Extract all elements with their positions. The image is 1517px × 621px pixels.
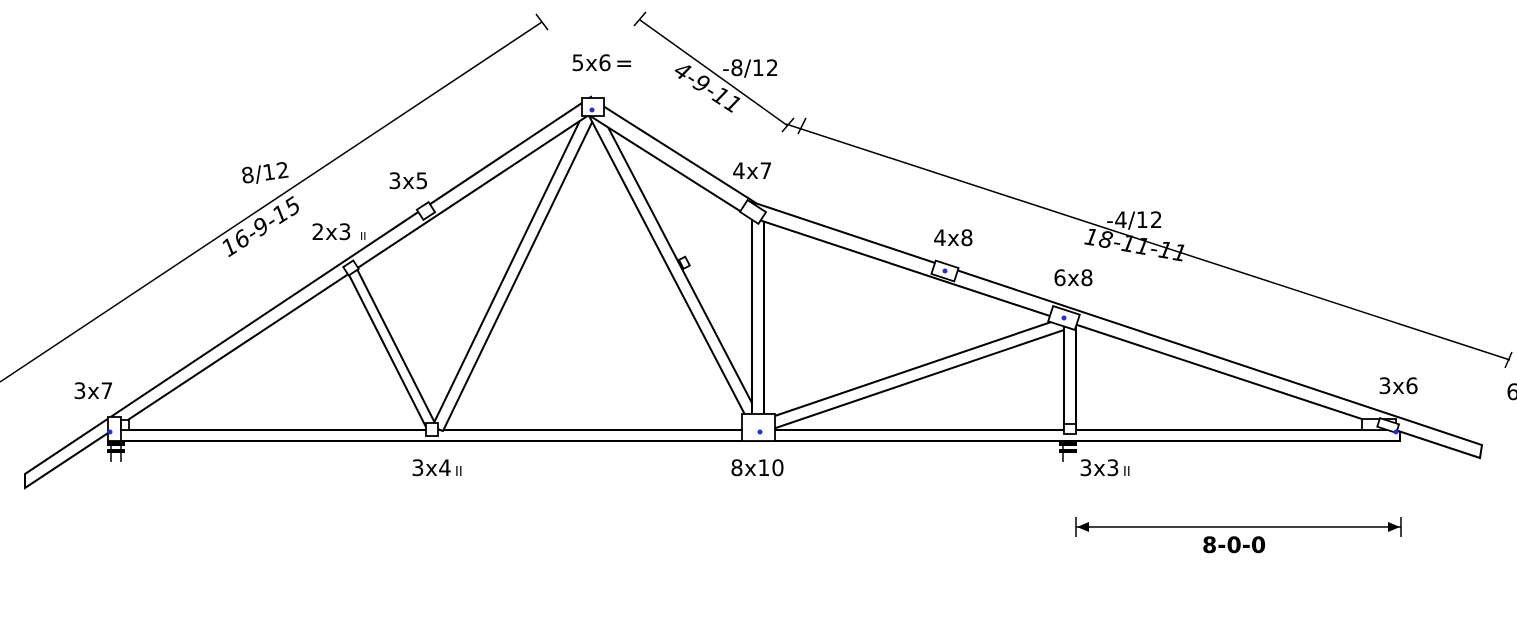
plate-bottom-left [425,422,439,437]
plate-left-heel [107,416,122,442]
right-upper-dimension-line [639,19,789,127]
node-right-lower [1061,315,1067,321]
node-left-heel [107,429,113,435]
brace-mark-bottom-right: II [1123,465,1131,480]
plate-right-break [738,198,768,226]
web-right-diagonal [761,316,1069,433]
overhang-length-label: 8-0-0 [1202,534,1266,559]
bearing-center-right-base [1059,449,1077,453]
bearing-center-right [1059,441,1077,446]
web-left-short [344,265,440,433]
plate-peak [581,97,605,117]
plate-label-right-break: 4x7 [732,160,773,185]
plate-left-heel-wedge [120,419,130,431]
joint-nodes [107,107,1399,435]
plate-label-left-web-upper: 3x5 [388,170,429,195]
cropped-edge-label: 6 [1506,381,1517,406]
bearing-left-base [107,449,125,453]
right-upper-dimension-tick-start [633,11,647,27]
node-right-mid [942,268,948,274]
brace-mark-bottom-left: II [455,465,463,480]
pitch-left-label: 8/12 [239,158,291,190]
pitch-right-upper-label: -8/12 [722,57,779,82]
node-peak [589,107,595,113]
plate-label-peak: 5x6 [571,52,612,77]
plate-bottom-center [741,413,776,442]
node-bottom-center [757,429,763,435]
web-center-vertical [751,211,765,431]
right-lower-dimension-line [785,123,1511,361]
length-left-top-chord: 16-9-15 [217,192,306,263]
right-lower-dimension-tick-start [797,117,807,135]
plate-bottom-right [1063,423,1077,435]
web-right-vertical [1063,319,1077,431]
overhang-arrow-right [1388,522,1400,532]
bearing-left [107,441,125,446]
plate-label-bottom-center: 8x10 [730,457,785,482]
web-members [344,104,1077,434]
plate-label-right-heel: 3x6 [1378,375,1419,400]
plate-label-left-web-lower: 2x3 [311,221,352,246]
plate-mark-peak: = [615,52,633,77]
plate-label-right-lower-joint: 6x8 [1053,267,1094,292]
plate-label-left-heel: 3x7 [73,380,114,405]
plate-label-bottom-left: 3x4 [411,457,452,482]
plate-label-right-mid: 4x8 [933,227,974,252]
overhang-arrow-left [1077,522,1089,532]
bearings [107,441,1077,462]
right-lower-dimension-tick-end [1504,351,1513,369]
left-dimension-tick-top [535,13,549,31]
left-pitch-dimension-line [0,21,543,383]
plate-right-heel [1376,417,1401,435]
brace-mark-left-web: II [360,230,367,243]
dimension-lines [0,11,1513,537]
plate-left-web-upper [415,200,437,222]
plate-label-bottom-right: 3x3 [1079,457,1120,482]
node-right-heel [1393,429,1399,435]
pitch-right-lower-label: -4/12 [1106,209,1163,234]
plate-left-web-lower [341,259,361,277]
web-brace-mark [677,255,692,271]
